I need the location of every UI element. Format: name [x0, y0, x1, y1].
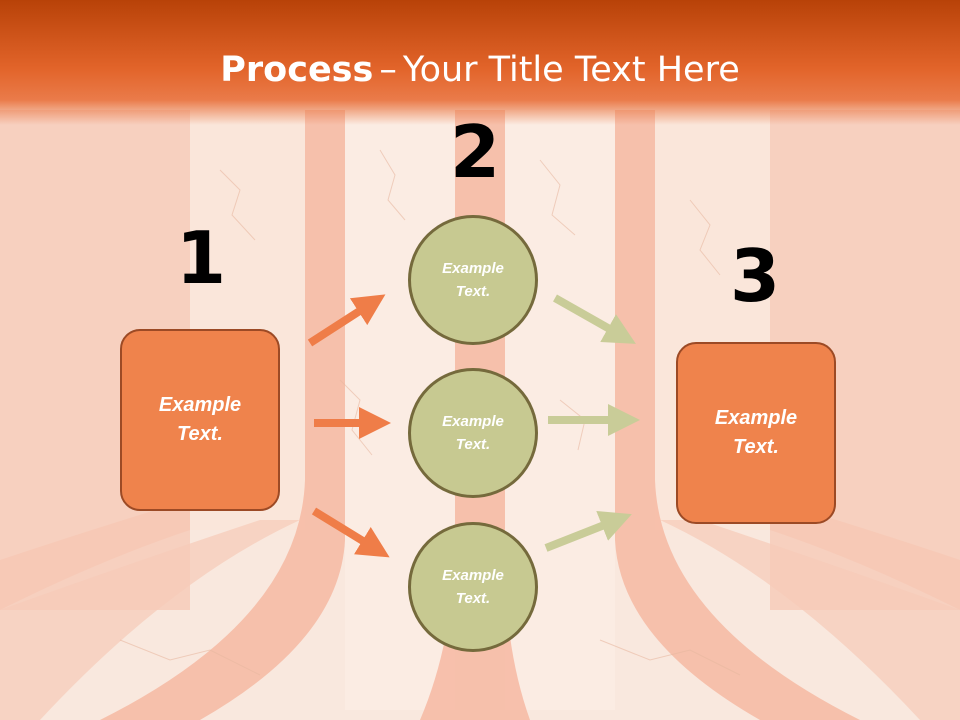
step-number-3: 3	[730, 234, 781, 318]
arrow-1-to-bottom	[311, 507, 390, 558]
circle-top-text-line1: Example	[442, 260, 504, 277]
arrow-top-to-3	[553, 294, 636, 344]
circle-middle-text-line2: Text.	[455, 436, 491, 453]
circle-middle-text-line1: Example	[442, 413, 504, 430]
slide-title: Process–Your Title Text Here	[0, 50, 960, 90]
title-bold: Process	[220, 50, 374, 90]
circle-bottom-text-line2: Text.	[455, 590, 491, 607]
step-number-1: 1	[176, 216, 227, 300]
step-1-text-line2: Text.	[177, 423, 223, 445]
step-1-text-line1: Example	[158, 394, 242, 416]
circle-top-text-line2: Text.	[455, 283, 491, 300]
title-rest: Your Title Text Here	[402, 50, 740, 90]
title-separator: –	[379, 50, 397, 90]
step-3-text-line1: Example	[714, 407, 798, 429]
step-number-2: 2	[450, 110, 501, 194]
circle-bottom-text-line1: Example	[442, 567, 504, 584]
arrow-1-to-top	[307, 294, 386, 347]
title-bar	[0, 0, 960, 125]
arrow-bottom-to-3	[544, 510, 632, 552]
step-3-text-line2: Text.	[733, 436, 779, 458]
